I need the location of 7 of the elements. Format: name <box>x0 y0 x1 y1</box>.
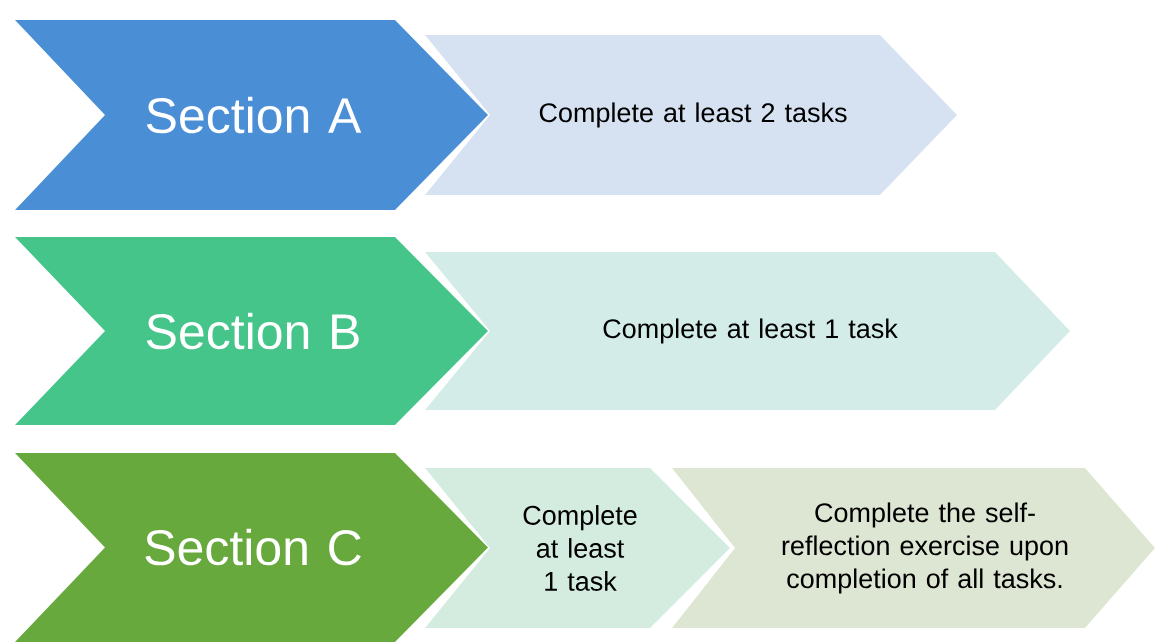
task-banner: Complete at least 1 task <box>425 468 730 628</box>
section-banner: Section B <box>15 237 488 425</box>
task-banner: Complete the self-reflection exercise upon completion of all tasks. <box>672 468 1155 628</box>
section-banner: Section A <box>15 20 488 210</box>
task-banner: Complete at least 1 task <box>425 252 1070 410</box>
section-banner: Section C <box>15 453 488 642</box>
task-banner: Complete at least 2 tasks <box>425 35 957 195</box>
